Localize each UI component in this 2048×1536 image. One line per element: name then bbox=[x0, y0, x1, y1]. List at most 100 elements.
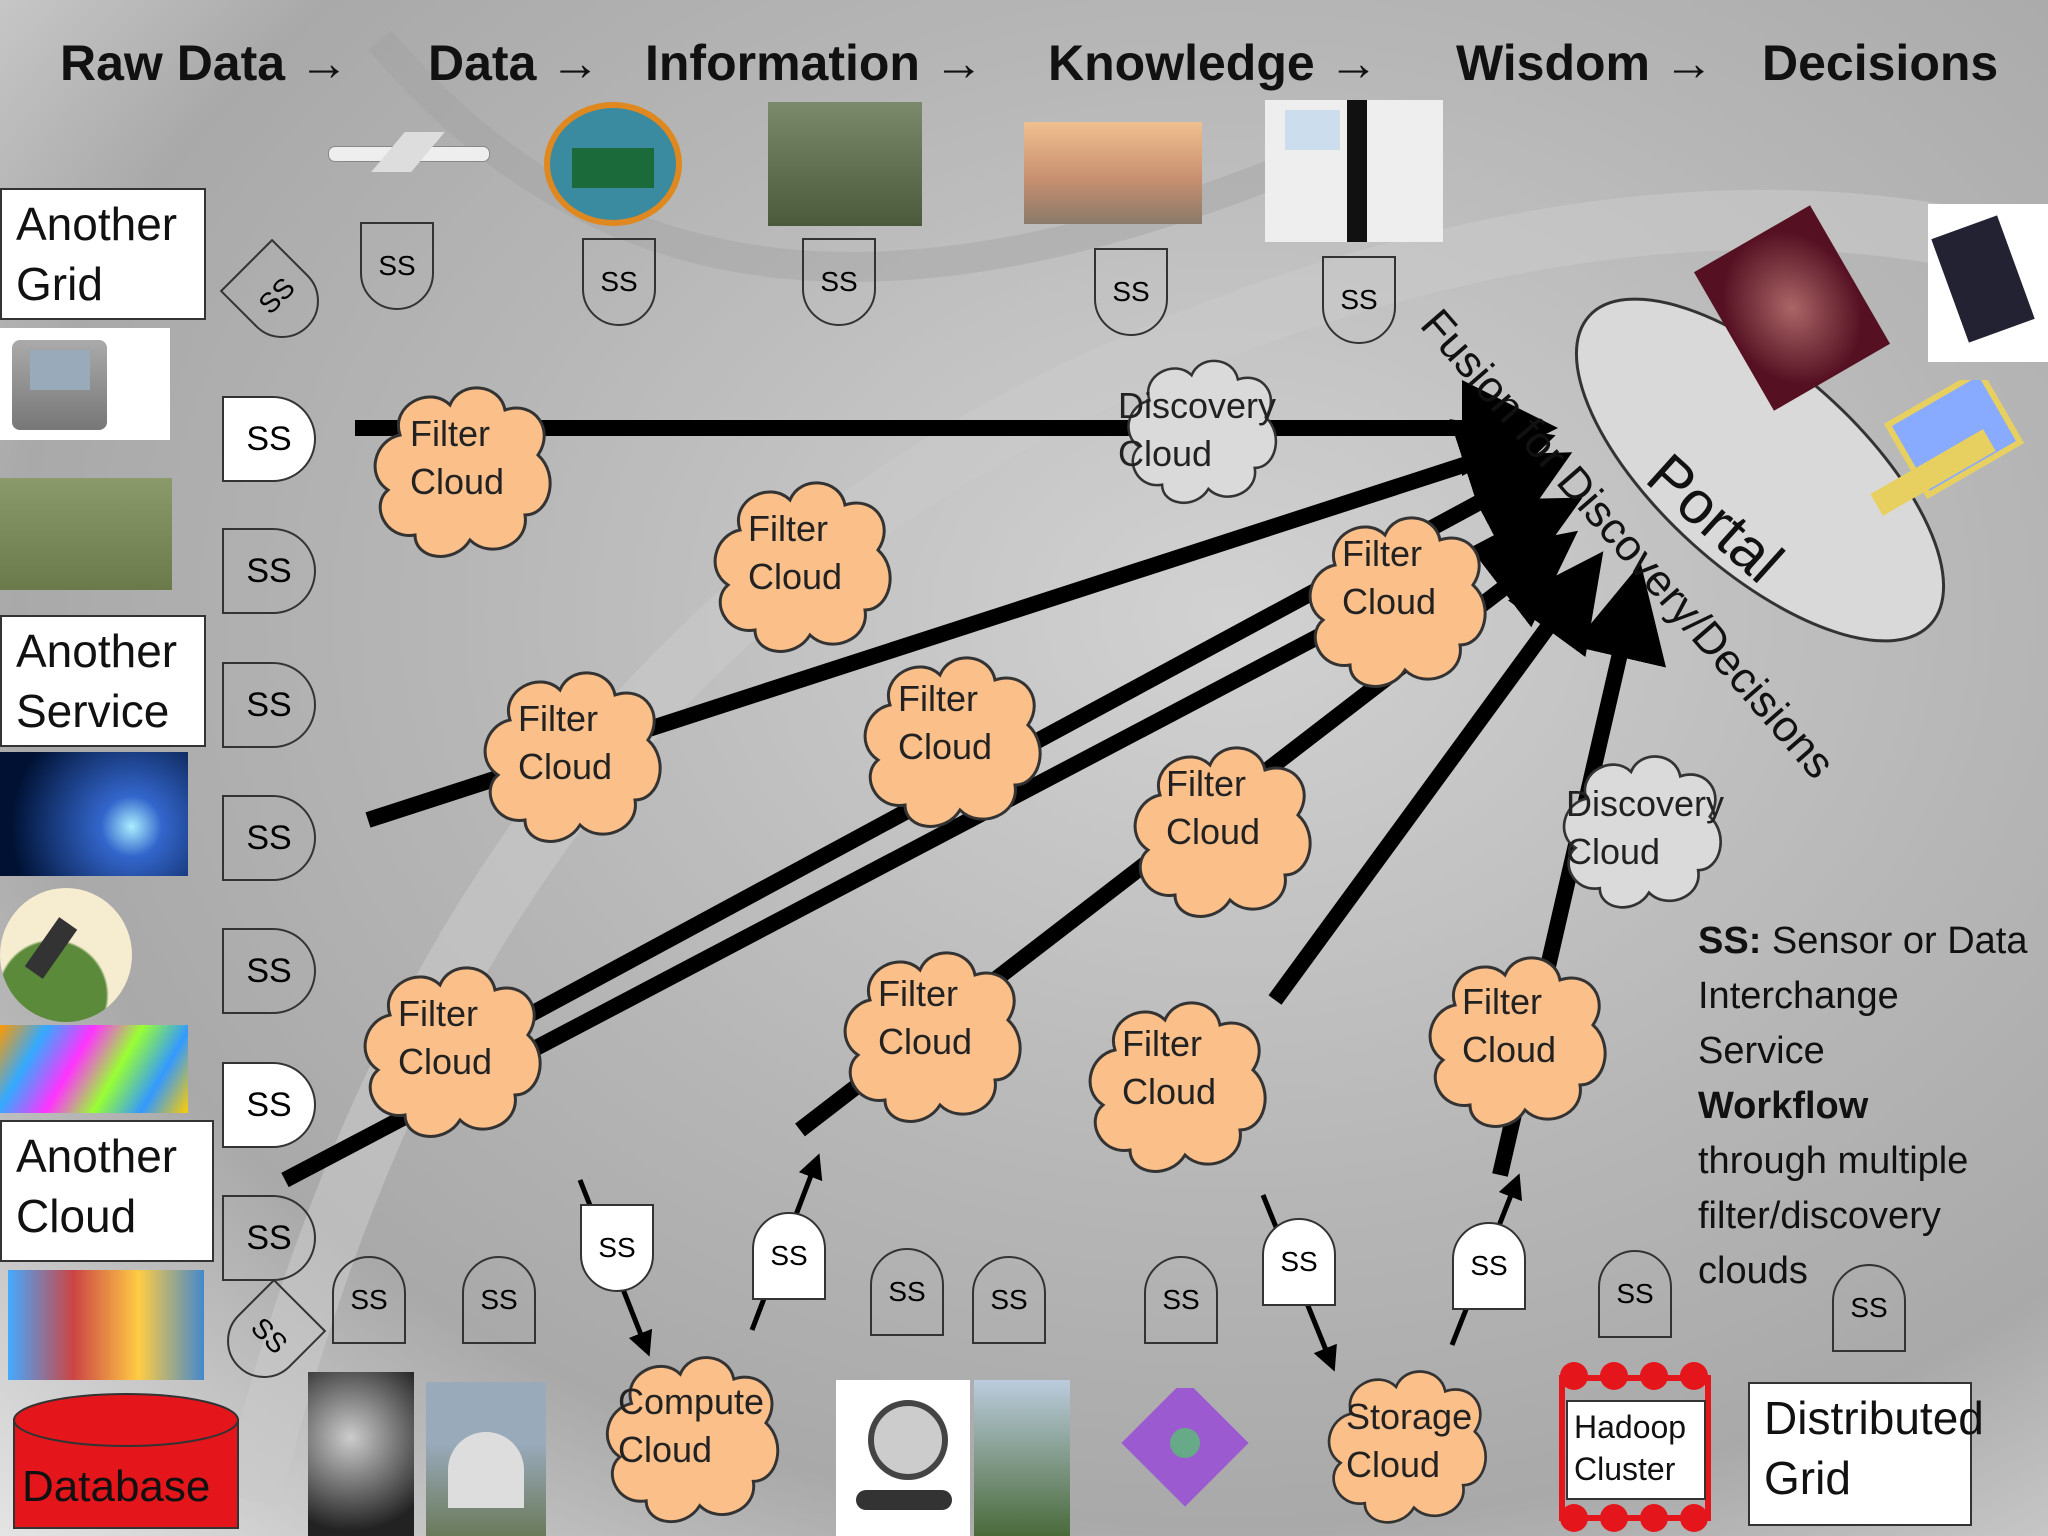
ss-label: SS bbox=[1850, 1292, 1888, 1323]
cloud-label: Cloud bbox=[1566, 831, 1661, 872]
ss-label: SS bbox=[246, 551, 292, 590]
cloud-label: Cloud bbox=[748, 556, 843, 597]
another-service-box[interactable]: Another Service bbox=[0, 615, 206, 747]
ss-node[interactable]: SS bbox=[582, 238, 656, 326]
cloud-label: Cloud bbox=[1122, 1071, 1217, 1112]
cloud-label: Cloud bbox=[398, 1041, 493, 1082]
legend-ss-text: Sensor or Data bbox=[1761, 920, 2028, 962]
ss-node[interactable]: SS bbox=[1832, 1264, 1906, 1352]
ss-label: SS bbox=[1340, 284, 1378, 315]
cloud-label: Cloud bbox=[1346, 1444, 1441, 1485]
ss-node[interactable]: SS bbox=[1322, 256, 1396, 344]
cloud-label: Cloud bbox=[1166, 811, 1261, 852]
compute-cloud[interactable]: Compute Cloud bbox=[618, 1378, 764, 1474]
box-line: Another bbox=[16, 198, 178, 250]
header-data: Data → bbox=[428, 35, 601, 91]
another-cloud-box[interactable]: Another Cloud bbox=[0, 1120, 214, 1262]
legend-line-3: Service bbox=[1698, 1030, 1825, 1072]
ss-node[interactable]: SS bbox=[972, 1256, 1046, 1344]
cloud-label: Filter bbox=[1122, 1023, 1202, 1064]
ss-label: SS bbox=[1112, 276, 1150, 307]
field-instrument-image bbox=[768, 102, 922, 226]
cloud-label: Cloud bbox=[1118, 433, 1213, 474]
cloud-label: Cloud bbox=[618, 1429, 713, 1470]
cloud-label: Cloud bbox=[878, 1021, 973, 1062]
discovery-cloud[interactable]: Discovery Cloud bbox=[1118, 382, 1276, 478]
ss-node[interactable]: SS bbox=[1094, 248, 1168, 336]
ss-label: SS bbox=[598, 1232, 636, 1263]
box-line: Service bbox=[16, 685, 170, 737]
ss-node[interactable]: SS bbox=[222, 1195, 316, 1281]
laptop-image bbox=[1858, 380, 2028, 520]
ss-label: SS bbox=[480, 1284, 518, 1315]
box-line: Another bbox=[16, 1130, 178, 1182]
legend-ss-abbrev: SS: bbox=[1698, 920, 1762, 962]
filter-cloud[interactable]: Filter Cloud bbox=[1462, 978, 1556, 1074]
ss-node[interactable]: SS bbox=[222, 396, 316, 482]
ss-node[interactable]: SS bbox=[870, 1248, 944, 1336]
filter-cloud[interactable]: Filter Cloud bbox=[748, 505, 842, 601]
legend-line-5: through multiple bbox=[1698, 1140, 1969, 1182]
lab-equipment-image bbox=[1265, 100, 1443, 242]
ss-node[interactable]: SS bbox=[580, 1204, 654, 1292]
ss-node[interactable]: SS bbox=[222, 662, 316, 748]
database-cylinder[interactable] bbox=[13, 1393, 239, 1529]
filter-cloud[interactable]: Filter Cloud bbox=[518, 695, 612, 791]
box-line: Distributed bbox=[1764, 1392, 1984, 1444]
ss-node[interactable]: SS bbox=[1598, 1250, 1672, 1338]
box-line: Cluster bbox=[1574, 1451, 1676, 1487]
ss-node[interactable]: SS bbox=[1452, 1222, 1526, 1310]
us-map-image bbox=[544, 102, 682, 226]
ss-node[interactable]: SS bbox=[222, 528, 316, 614]
ss-label: SS bbox=[246, 685, 292, 724]
discovery-cloud[interactable]: Discovery Cloud bbox=[1566, 780, 1724, 876]
cloud-label: Filter bbox=[410, 413, 490, 454]
ss-node[interactable]: SS bbox=[360, 222, 434, 310]
filter-cloud[interactable]: Filter Cloud bbox=[898, 675, 992, 771]
ss-label: SS bbox=[1162, 1284, 1200, 1315]
ss-node[interactable]: SS bbox=[802, 238, 876, 326]
filter-cloud[interactable]: Filter Cloud bbox=[878, 970, 972, 1066]
filter-cloud[interactable]: Filter Cloud bbox=[1342, 530, 1436, 626]
cloud-label: Filter bbox=[518, 698, 598, 739]
ss-label: SS bbox=[888, 1276, 926, 1307]
ss-label: SS bbox=[990, 1284, 1028, 1315]
rainbow-map-image bbox=[0, 1025, 188, 1113]
filter-cloud[interactable]: Filter Cloud bbox=[1122, 1020, 1216, 1116]
filter-cloud[interactable]: Filter Cloud bbox=[410, 410, 504, 506]
distributed-grid-box[interactable]: Distributed Grid bbox=[1748, 1382, 1984, 1526]
portal-ellipse[interactable] bbox=[1522, 242, 1998, 698]
box-line: Grid bbox=[16, 258, 103, 310]
hadoop-cluster-graphic bbox=[1559, 1362, 1711, 1532]
legend: SS: Sensor or Data Interchange Service W… bbox=[1698, 914, 2043, 1299]
hadoop-cluster-box[interactable]: Hadoop Cluster bbox=[1566, 1400, 1706, 1500]
ss-node[interactable]: SS bbox=[222, 928, 316, 1014]
detector-image bbox=[8, 1270, 204, 1380]
box-line: Another bbox=[16, 625, 178, 677]
ss-node[interactable]: SS bbox=[462, 1256, 536, 1344]
ss-node[interactable]: SS bbox=[752, 1212, 826, 1300]
filter-cloud[interactable]: Filter Cloud bbox=[1166, 760, 1260, 856]
cloud-label: Compute bbox=[618, 1381, 765, 1422]
ss-node[interactable]: SS bbox=[1144, 1256, 1218, 1344]
legend-line-1: SS: Sensor or Data bbox=[1698, 914, 2043, 969]
ss-label: SS bbox=[252, 271, 301, 320]
ss-node[interactable]: SS bbox=[1262, 1218, 1336, 1306]
observatory-image bbox=[426, 1382, 546, 1536]
solar-field-image bbox=[1024, 122, 1202, 224]
ss-node[interactable]: SS bbox=[332, 1256, 406, 1344]
filter-cloud[interactable]: Filter Cloud bbox=[398, 990, 492, 1086]
ss-node[interactable]: SS bbox=[222, 1062, 316, 1148]
cloud-label: Filter bbox=[1462, 981, 1542, 1022]
header-raw-data: Raw Data → bbox=[60, 35, 349, 91]
moon-image bbox=[308, 1372, 414, 1536]
legend-line-7: clouds bbox=[1698, 1250, 1808, 1292]
storage-cloud[interactable]: Storage Cloud bbox=[1346, 1393, 1472, 1489]
header-information: Information → bbox=[645, 35, 984, 91]
cloud-label: Filter bbox=[878, 973, 958, 1014]
cloud-label: Cloud bbox=[518, 746, 613, 787]
another-grid-box[interactable]: Another Grid bbox=[0, 188, 206, 320]
ss-label: SS bbox=[246, 818, 292, 857]
ss-node[interactable]: SS bbox=[222, 795, 316, 881]
sensor-network-image bbox=[1100, 1388, 1272, 1524]
